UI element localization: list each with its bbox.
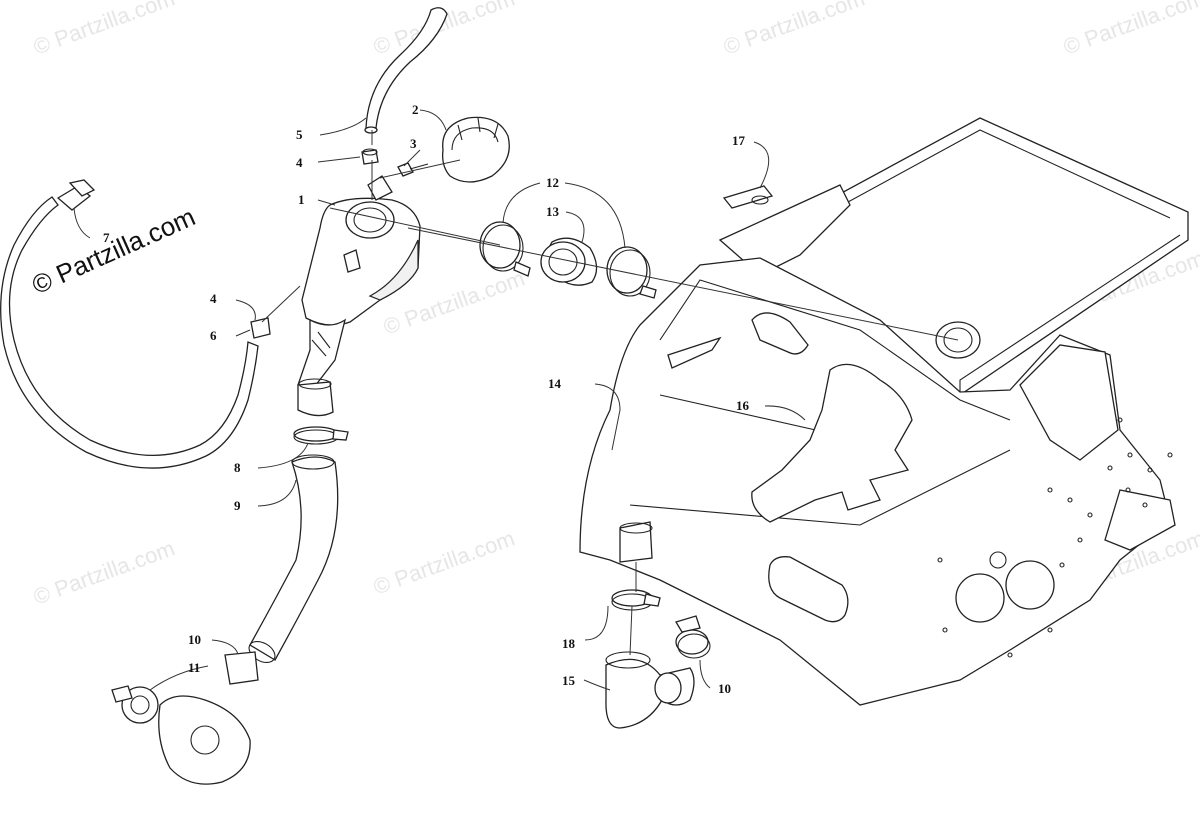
valve-part-10-11[interactable]	[111, 651, 259, 785]
coupler-part-13[interactable]	[540, 237, 598, 286]
clip-part-16[interactable]	[751, 312, 809, 355]
mounting-holes	[937, 417, 1173, 658]
callout-15: 15	[562, 673, 575, 688]
callout-1: 1	[298, 192, 305, 207]
callout-18: 18	[562, 636, 575, 651]
callout-11: 11	[188, 660, 201, 675]
callout-17: 17	[732, 133, 745, 148]
leader-lines	[73, 109, 959, 691]
elbow-duct-part-15[interactable]	[605, 651, 695, 729]
fuel-tank-part-1[interactable]	[297, 175, 421, 417]
callout-4b: 4	[210, 291, 217, 306]
fuel-cap-part-2[interactable]	[442, 116, 510, 183]
callout-6: 6	[210, 328, 217, 343]
clamp-part-4-lower[interactable]	[250, 317, 271, 339]
callout-10b: 10	[718, 681, 731, 696]
bracket-part-17[interactable]	[722, 185, 774, 209]
callout-13: 13	[546, 204, 559, 219]
callout-14: 14	[548, 376, 561, 391]
callout-7: 7	[103, 230, 110, 245]
callout-4: 4	[296, 155, 303, 170]
callout-16: 16	[736, 398, 749, 413]
clamp-part-18[interactable]	[611, 589, 661, 611]
body-panel-part-14[interactable]	[579, 117, 1189, 706]
vent-line-part-7[interactable]	[0, 179, 259, 469]
clamp-part-4-top[interactable]	[361, 148, 379, 165]
callout-8: 8	[234, 460, 241, 475]
screw-part-3[interactable]	[397, 162, 429, 177]
vent-hose-part-5[interactable]	[364, 7, 448, 134]
clamp-part-10-right[interactable]	[675, 615, 711, 659]
callout-12: 12	[546, 175, 559, 190]
callout-10: 10	[188, 632, 201, 647]
callout-5: 5	[296, 127, 303, 142]
callout-9: 9	[234, 498, 241, 513]
clamp-part-8[interactable]	[293, 426, 349, 445]
filler-hose-part-9[interactable]	[245, 454, 339, 667]
callout-2: 2	[412, 102, 419, 117]
callout-3: 3	[410, 136, 417, 151]
